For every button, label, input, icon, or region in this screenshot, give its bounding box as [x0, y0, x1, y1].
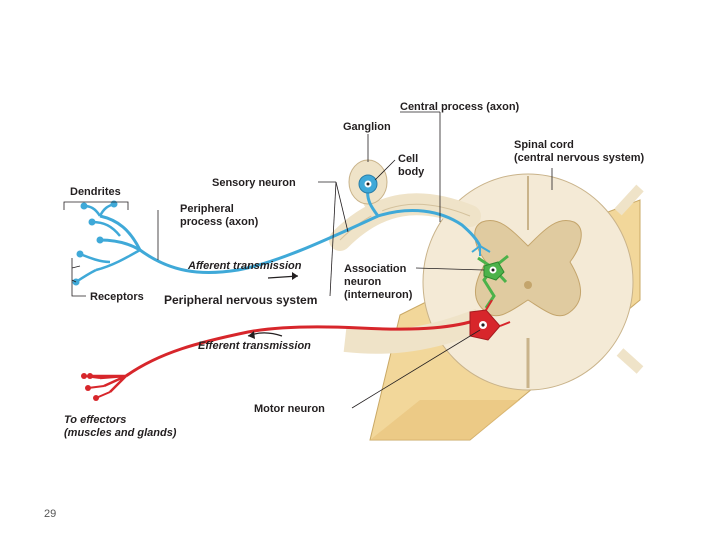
page-number: 29 — [44, 508, 57, 520]
label-pns: Peripheral nervous system — [164, 293, 317, 307]
association-neuron — [477, 254, 509, 309]
label-afferent: Afferent transmission — [187, 260, 302, 272]
label-peripheral-process-2: process (axon) — [180, 216, 259, 228]
spinal-cord-side-shade — [370, 400, 520, 440]
central-canal — [524, 281, 532, 289]
ventral-root — [343, 308, 485, 354]
sensory-neuron — [72, 174, 491, 286]
label-ganglion: Ganglion — [343, 121, 391, 133]
gray-matter — [474, 220, 582, 317]
label-spinal-cord-1: Spinal cord — [514, 139, 574, 151]
label-motor-neuron: Motor neuron — [254, 403, 325, 415]
label-association-1: Association — [344, 263, 407, 275]
label-cell-body-1: Cell — [398, 153, 418, 165]
label-central-process: Central process (axon) — [400, 101, 520, 113]
leader-lines — [63, 111, 553, 409]
label-peripheral-process-1: Peripheral — [180, 203, 234, 215]
lateral-branch-bottom — [616, 348, 644, 374]
label-to-effectors-1: To effectors — [64, 414, 126, 426]
label-sensory-neuron: Sensory neuron — [212, 177, 296, 189]
label-association-3: (interneuron) — [344, 289, 413, 301]
lateral-branch-top — [614, 184, 644, 216]
label-dendrites: Dendrites — [70, 186, 121, 198]
label-cell-body-2: body — [398, 166, 425, 178]
motor-neuron — [81, 299, 511, 401]
label-spinal-cord-2: (central nervous system) — [514, 152, 645, 164]
label-efferent: Efferent transmission — [198, 340, 311, 352]
label-receptors: Receptors — [90, 291, 144, 303]
label-association-2: neuron — [344, 276, 382, 288]
label-to-effectors-2: (muscles and glands) — [64, 427, 177, 439]
